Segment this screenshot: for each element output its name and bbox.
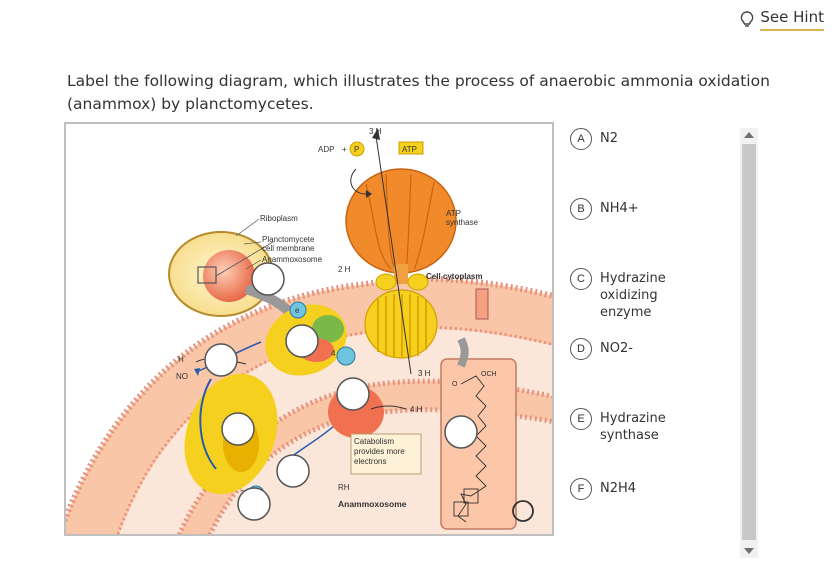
planctomycete-label-1: Planctomycete bbox=[262, 235, 315, 244]
h2o-label: H bbox=[178, 355, 184, 364]
e-small-label: e bbox=[295, 306, 300, 315]
answer-text: N2 bbox=[600, 131, 618, 146]
answer-letter: D bbox=[570, 338, 592, 360]
answer-a[interactable]: A N2 bbox=[570, 128, 618, 150]
answer-letter: F bbox=[570, 478, 592, 500]
anammox-diagram: Riboplasm Planctomycete cell membrane An… bbox=[64, 122, 554, 536]
answer-letter: A bbox=[570, 128, 592, 150]
answer-text: NO2- bbox=[600, 341, 633, 356]
atp-label: ATP bbox=[402, 145, 417, 154]
drop-target-3[interactable] bbox=[336, 377, 370, 411]
answer-e[interactable]: E Hydrazine synthase bbox=[570, 408, 680, 444]
two-h-label: 2 H bbox=[338, 265, 351, 274]
three-h-mid-label: 3 H bbox=[418, 369, 431, 378]
plus-label: + bbox=[342, 145, 347, 154]
drop-target-6[interactable] bbox=[276, 454, 310, 488]
drop-target-7[interactable] bbox=[237, 487, 271, 521]
answer-f[interactable]: F N2H4 bbox=[570, 478, 636, 500]
three-h-top-label: 3 H bbox=[369, 127, 382, 136]
answer-text: N2H4 bbox=[600, 481, 637, 496]
answer-d[interactable]: D NO2- bbox=[570, 338, 633, 360]
phosphate-label: P bbox=[354, 145, 359, 154]
answer-scrollbar[interactable] bbox=[740, 128, 758, 558]
four-e-label: 4 bbox=[331, 349, 336, 358]
answer-text: NH4+ bbox=[600, 201, 639, 216]
answer-text: Hydrazine oxidizing enzyme bbox=[600, 271, 666, 320]
answer-letter: C bbox=[570, 268, 592, 290]
och3-label: OCH bbox=[481, 371, 497, 378]
atp-synthase-head bbox=[345, 168, 457, 274]
riboplasm-label: Riboplasm bbox=[260, 214, 298, 223]
rh2-label: RH bbox=[338, 483, 350, 492]
cell-cytoplasm-label: Cell cytoplasm bbox=[426, 272, 482, 281]
scroll-thumb[interactable] bbox=[742, 144, 756, 540]
lightbulb-icon bbox=[741, 10, 754, 27]
atp-synthase-label-1: ATP bbox=[446, 209, 461, 218]
planctomycete-label-2: cell membrane bbox=[262, 244, 315, 253]
answer-b[interactable]: B NH4+ bbox=[570, 198, 639, 220]
drop-target-2[interactable] bbox=[285, 324, 319, 358]
anammoxosome-small-label: Anammoxosome bbox=[262, 255, 323, 264]
see-hint-label[interactable]: See Hint bbox=[760, 8, 824, 31]
catabolism-label-2: provides more bbox=[354, 447, 405, 456]
scroll-down-icon[interactable] bbox=[744, 548, 754, 554]
four-h-label: 4 H bbox=[410, 405, 423, 414]
answer-letter: E bbox=[570, 408, 592, 430]
o-label: O bbox=[452, 381, 458, 388]
drop-target-1[interactable] bbox=[251, 262, 285, 296]
answer-c[interactable]: C Hydrazine oxidizing enzyme bbox=[570, 268, 680, 321]
atp-synthase-label-2: synthase bbox=[446, 218, 479, 227]
ladderane-panel bbox=[440, 358, 517, 530]
adp-label: ADP bbox=[318, 145, 334, 154]
answer-letter: B bbox=[570, 198, 592, 220]
anammoxosome-big-label: Anammoxosome bbox=[338, 499, 407, 509]
drop-target-4[interactable] bbox=[204, 343, 238, 377]
see-hint-button[interactable]: See Hint bbox=[740, 8, 824, 31]
scroll-up-icon[interactable] bbox=[744, 132, 754, 138]
reset-icon[interactable] bbox=[512, 500, 534, 522]
question-text: Label the following diagram, which illus… bbox=[67, 72, 770, 113]
drop-target-5[interactable] bbox=[221, 412, 255, 446]
no-label: NO bbox=[176, 372, 188, 381]
catabolism-label-1: Catabolism bbox=[354, 437, 394, 446]
answer-text: Hydrazine synthase bbox=[600, 411, 666, 443]
catabolism-label-3: electrons bbox=[354, 457, 386, 466]
answer-bank: A N2 B NH4+ C Hydrazine oxidizing enzyme… bbox=[570, 122, 740, 562]
drop-target-8[interactable] bbox=[444, 415, 478, 449]
